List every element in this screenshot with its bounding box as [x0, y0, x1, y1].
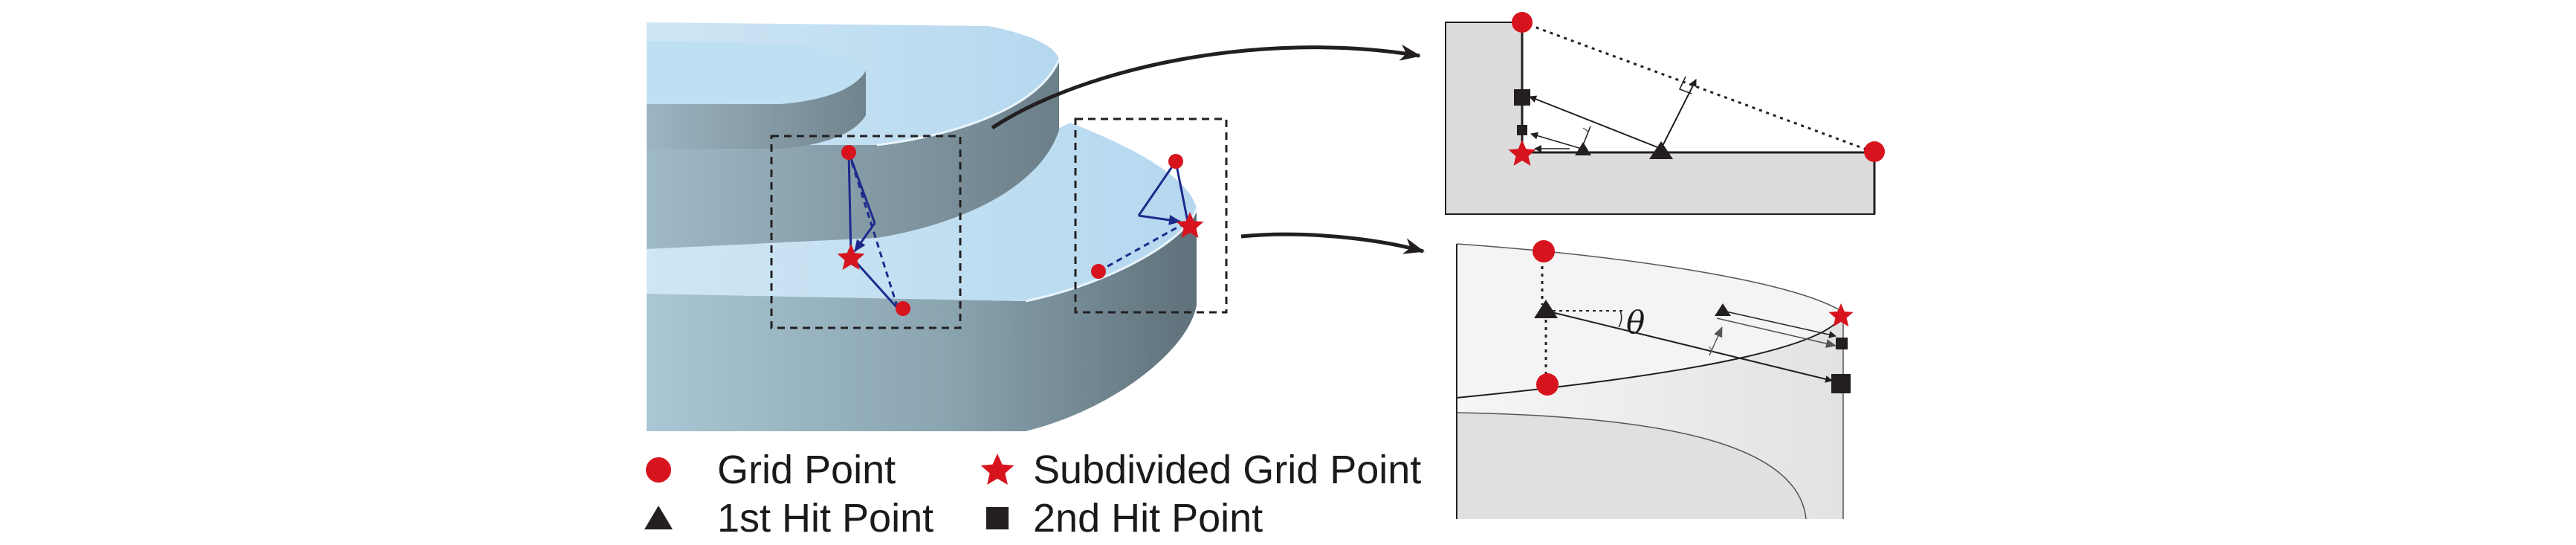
grid-point-marker: [896, 301, 910, 316]
bottom-tier-top: [647, 123, 1197, 301]
first-hit-point-marker: [1715, 303, 1731, 316]
legend-first-hit-point-icon: [644, 506, 673, 529]
second-hit-point-marker: [1831, 374, 1851, 393]
grid-point-marker: [1091, 264, 1106, 279]
legend-grid-point-label: Grid Point: [717, 448, 896, 492]
subdivided-grid-point-marker: [1176, 212, 1204, 238]
callout-arrow-bottom: [1240, 232, 1425, 254]
first-hit-point-marker: [1534, 300, 1558, 318]
grid-point-marker: [1533, 240, 1555, 262]
top-detail-panel: [1445, 12, 1885, 215]
top-tier-top: [647, 41, 866, 104]
subdivided-grid-point-marker: [1828, 303, 1854, 327]
legend: Grid Point Subdivided Grid Point 1st Hit…: [644, 448, 1421, 541]
second-hit-point-marker: [1517, 125, 1527, 135]
top-tier-wall: [647, 71, 866, 149]
legend-item-first-hit-point: 1st Hit Point: [644, 496, 933, 541]
legend-second-hit-point-icon: [986, 507, 1009, 529]
grid-point-marker: [1536, 373, 1559, 396]
selection-box-left: [770, 135, 962, 329]
stepped-cylinder-model: [647, 22, 1198, 431]
bottom-detail-top-surface: [1457, 244, 1843, 398]
callout-arrow-top: [991, 44, 1421, 130]
legend-second-hit-point-label: 2nd Hit Point: [1033, 496, 1263, 541]
grid-point-marker: [1168, 154, 1183, 169]
right-box-geometry: [1091, 154, 1204, 279]
second-hit-point-marker: [1514, 89, 1530, 106]
left-box-geometry: [837, 145, 910, 316]
legend-subdivided-grid-point-icon: [980, 454, 1014, 485]
first-hit-point-marker: [1649, 141, 1673, 159]
bottom-detail-panel: θ: [1456, 240, 1854, 520]
legend-item-second-hit-point: 2nd Hit Point: [986, 496, 1263, 541]
legend-subdivided-grid-point-label: Subdivided Grid Point: [1033, 448, 1421, 492]
subdivided-grid-point-marker: [837, 244, 865, 270]
theta-label: θ: [1626, 304, 1645, 341]
legend-grid-point-icon: [646, 457, 671, 483]
subdivided-grid-point-marker: [1508, 140, 1536, 166]
bottom-tier-wall: [647, 208, 1197, 431]
legend-first-hit-point-label: 1st Hit Point: [717, 496, 933, 541]
legend-item-subdivided-grid-point: Subdivided Grid Point: [980, 448, 1421, 492]
grid-point-marker: [841, 145, 856, 160]
first-hit-point-marker: [1575, 142, 1591, 155]
legend-item-grid-point: Grid Point: [646, 448, 896, 492]
selection-box-right: [1074, 117, 1228, 314]
second-hit-point-marker: [1836, 338, 1848, 349]
grid-point-marker: [1512, 12, 1533, 33]
grid-point-marker: [1864, 141, 1885, 162]
